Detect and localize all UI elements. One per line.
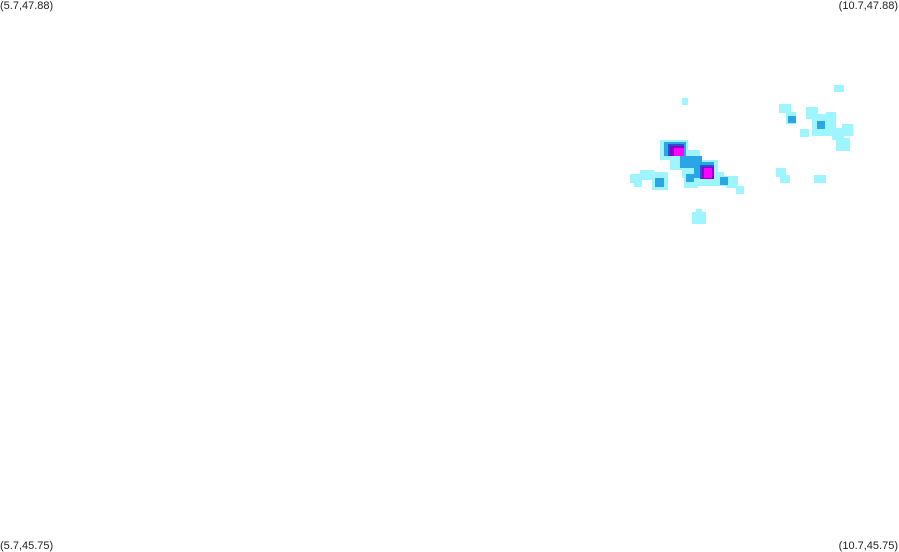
precip-cell bbox=[788, 116, 796, 123]
precip-cell bbox=[655, 178, 664, 187]
precip-cell bbox=[842, 124, 853, 136]
corner-label-top-left: (5.7,47.88) bbox=[0, 0, 54, 12]
precip-cell bbox=[682, 98, 688, 105]
precip-cell bbox=[836, 138, 850, 151]
precip-cell bbox=[826, 112, 836, 122]
precip-cell bbox=[834, 85, 844, 92]
precip-cell bbox=[674, 148, 684, 156]
precip-cell bbox=[814, 175, 826, 183]
precip-cell bbox=[696, 209, 702, 214]
corner-label-top-right: (10.7,47.88) bbox=[838, 0, 898, 12]
precip-cell bbox=[776, 168, 786, 177]
precip-cell bbox=[634, 180, 642, 187]
precip-cell bbox=[704, 168, 712, 178]
precip-cell bbox=[817, 121, 825, 129]
precip-cell bbox=[726, 176, 738, 188]
precipitation-cluster-main bbox=[630, 140, 744, 194]
precip-cell bbox=[800, 129, 809, 137]
precipitation-cluster-south bbox=[692, 209, 706, 224]
precip-cell bbox=[779, 104, 791, 113]
corner-label-bottom-left: (5.7,45.75) bbox=[0, 540, 54, 552]
precip-cell bbox=[720, 177, 728, 185]
precip-cell bbox=[832, 128, 844, 140]
precipitation-cluster-northeast bbox=[682, 85, 853, 183]
precip-cell bbox=[692, 212, 706, 224]
precip-cell bbox=[736, 186, 744, 194]
precip-cell bbox=[630, 174, 642, 183]
corner-label-bottom-right: (10.7,45.75) bbox=[838, 540, 898, 552]
precip-cell bbox=[780, 175, 790, 183]
precip-cell bbox=[640, 170, 654, 180]
precip-cell bbox=[686, 174, 694, 182]
